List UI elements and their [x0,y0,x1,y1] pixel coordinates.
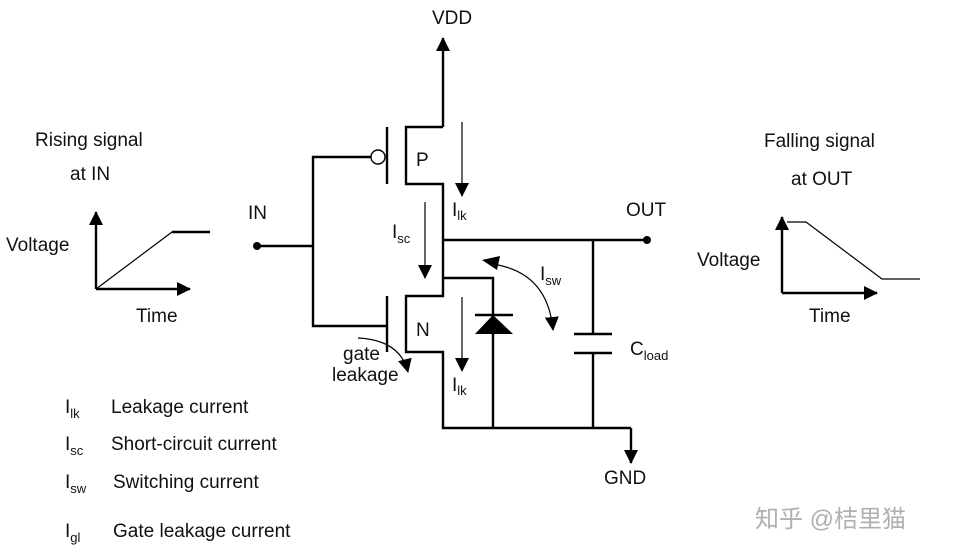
isw-arrow-head-start [482,256,500,270]
nmos-label: N [416,320,430,341]
isw-arrow [497,264,559,331]
watermark: 知乎 @桔里猫 [755,506,906,533]
input-signal-title-2: at IN [70,164,110,185]
legend-symbol-ilk: Ilk [65,397,80,421]
pmos-label: P [416,150,429,171]
cload-label: Cload [630,339,668,363]
legend-symbol-igl: Igl [65,521,81,545]
gate-leakage-label-1: gate [343,344,380,365]
out-terminal [643,236,651,244]
ilk-bottom-label: Ilk [452,375,467,398]
input-signal-title-1: Rising signal [35,130,143,151]
in-label: IN [248,203,267,224]
output-signal-title-2: at OUT [791,169,853,190]
input-voltage-label: Voltage [6,235,69,256]
legend-text-isw: Switching current [113,472,259,493]
gate-leakage-label-2: leakage [332,365,399,386]
in-terminal [253,242,261,250]
legend: Ilk Leakage current Isc Short-circuit cu… [65,397,291,545]
gate-wires [311,155,387,328]
vdd-label: VDD [432,8,472,29]
transistor-channel-wires [404,125,631,430]
isw-label: Isw [540,264,562,288]
diode-triangle [475,315,513,334]
output-time-label: Time [809,306,851,327]
legend-symbol-isw: Isw [65,472,87,496]
gnd-label: GND [604,468,646,489]
legend-symbol-isc: Isc [65,434,84,458]
pmos-bubble [370,149,386,165]
input-rising-waveform [95,231,210,290]
legend-text-isc: Short-circuit current [111,434,277,455]
legend-text-igl: Gate leakage current [113,521,291,542]
output-signal-title-1: Falling signal [764,131,875,152]
output-falling-waveform [787,221,920,280]
ilk-top-label: Ilk [452,200,467,223]
legend-text-ilk: Leakage current [111,397,249,418]
input-time-label: Time [136,306,178,327]
out-label: OUT [626,200,667,221]
isc-label: Isc [392,222,411,246]
gate-leakage-arrow [357,337,412,373]
diode-wire [443,276,495,428]
output-voltage-label: Voltage [697,250,760,271]
